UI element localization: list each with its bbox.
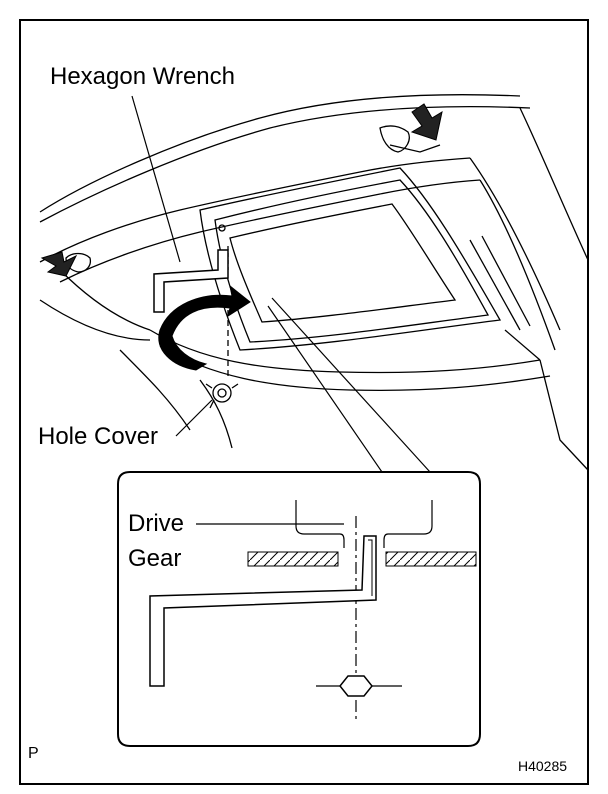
hexagon-wrench-label: Hexagon Wrench xyxy=(50,63,235,90)
roof-drawing xyxy=(39,93,589,471)
hex-nut-icon xyxy=(339,675,373,697)
leader-lines xyxy=(131,95,431,473)
figure-code: H40285 xyxy=(518,758,568,774)
hole-cover-drawing xyxy=(205,383,239,409)
figure-border xyxy=(19,19,589,785)
detail-drawing xyxy=(247,500,477,720)
drive-label: Drive xyxy=(128,510,185,537)
hexagon-wrench-drawing xyxy=(153,249,229,313)
corner-mark: P xyxy=(28,745,39,762)
hole-cover-label: Hole Cover xyxy=(38,423,159,450)
detail-callout xyxy=(117,471,481,747)
rotation-arrow-icon xyxy=(158,284,251,371)
push-arrow-icon xyxy=(40,103,443,277)
detail-wrench xyxy=(149,535,377,687)
gear-label: Gear xyxy=(128,545,182,572)
